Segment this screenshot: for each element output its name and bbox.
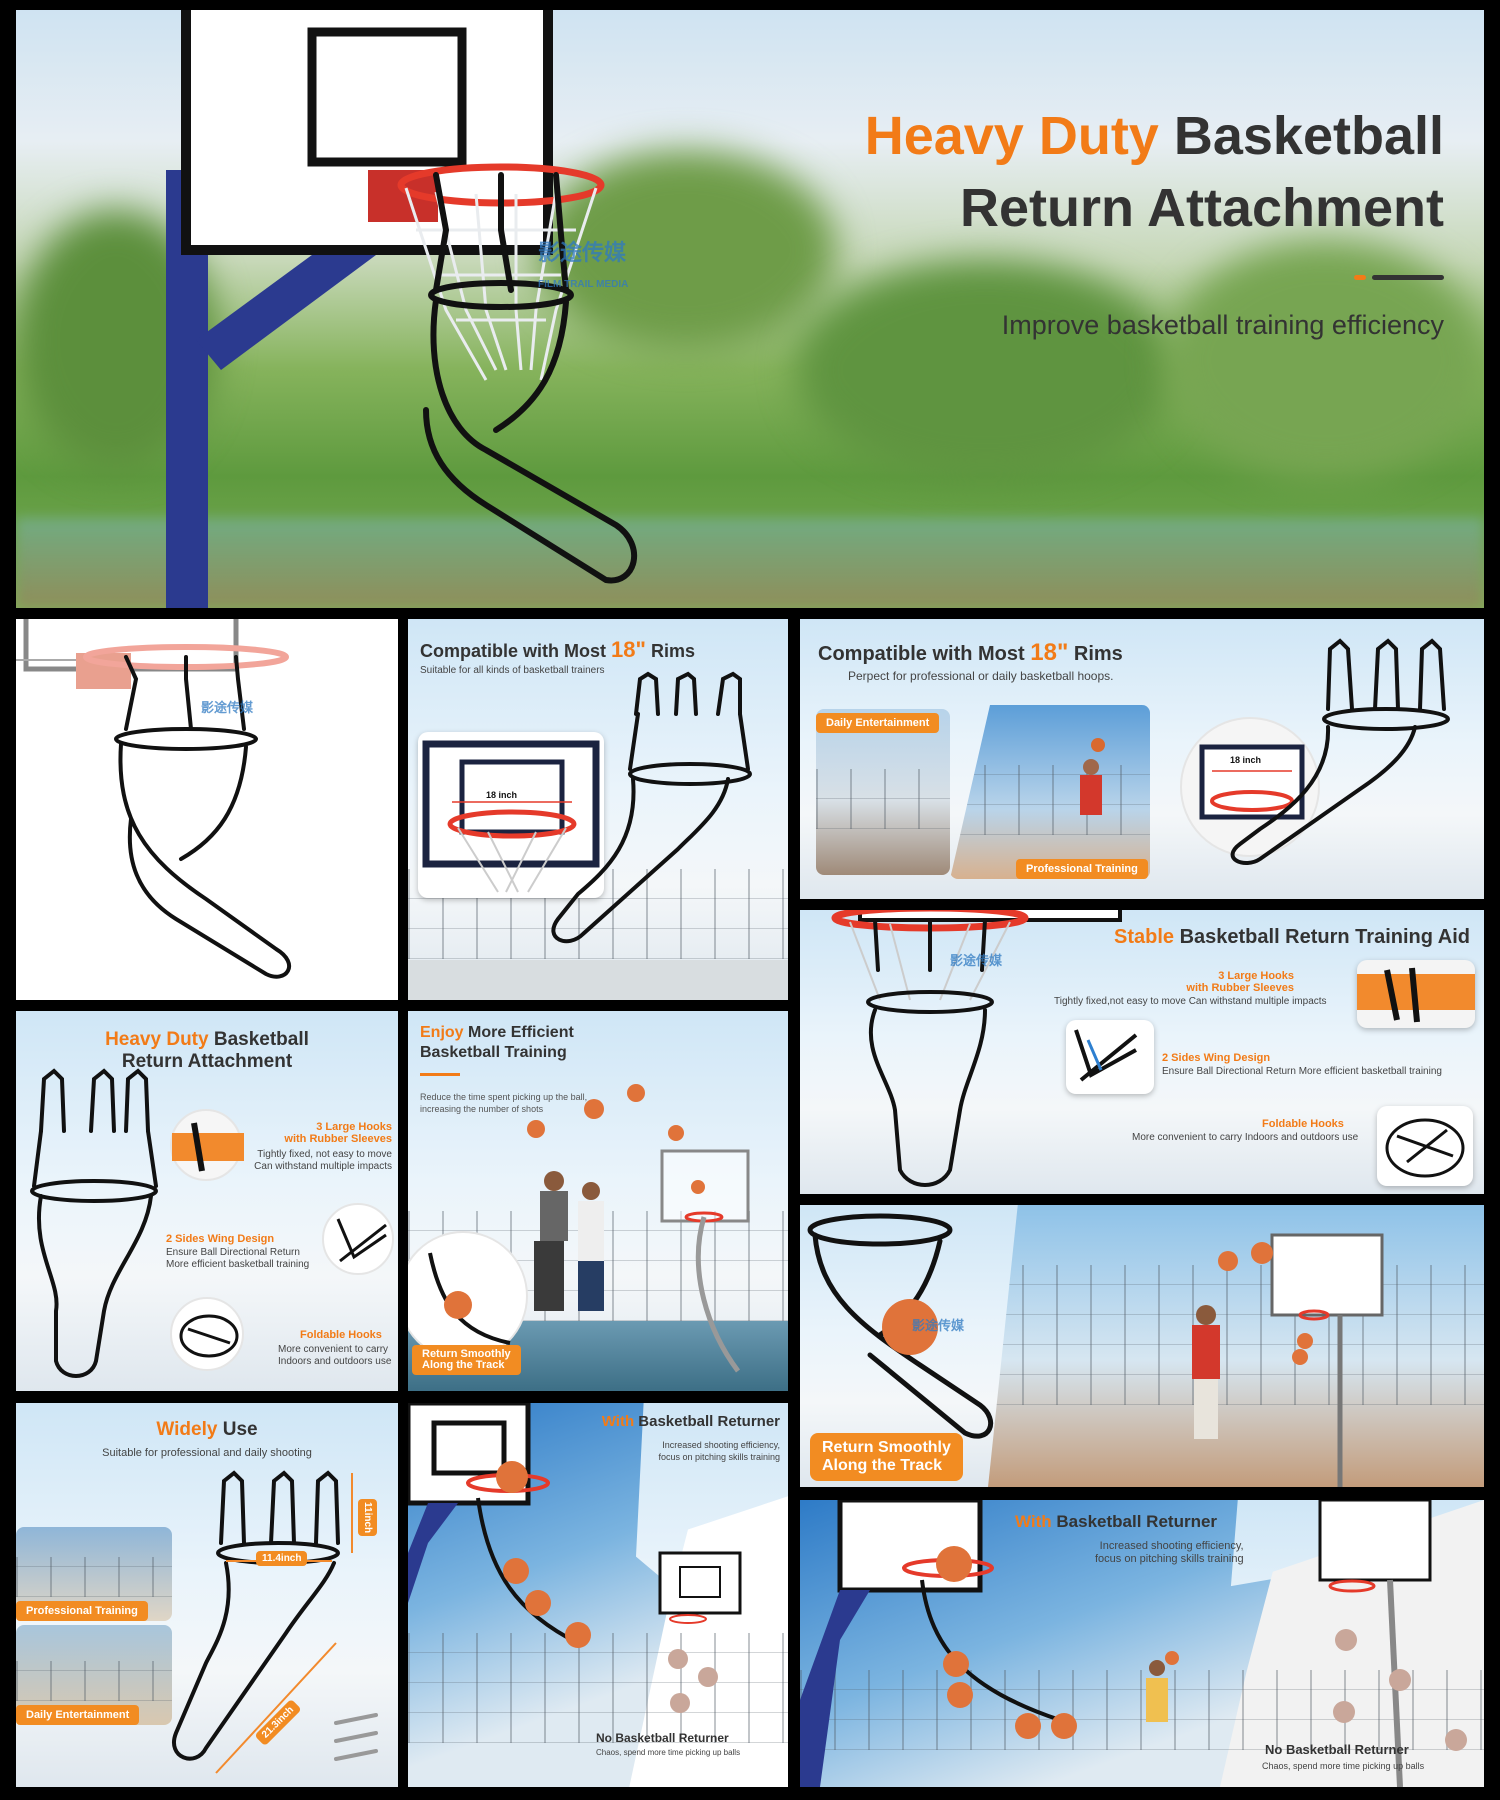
feature-wing-desc: Ensure Ball Directional Return More effi… [1162,1066,1442,1077]
foldable-title: Foldable Hooks [300,1329,382,1341]
track-circle [408,1231,528,1361]
hero-subtitle: Improve basketball training efficiency [1001,310,1444,340]
returner-illustration [30,1068,158,1378]
feature-wing-title: 2 Sides Wing Design [1162,1052,1271,1064]
feature-wing-image [1066,1020,1154,1094]
product-returner-illustration [16,619,291,979]
returner-scene [800,1500,1467,1787]
returner-illustration [551,671,752,944]
widely-use-panel: Widely Use Suitable for professional and… [16,1403,398,1787]
rim-size-label: 18 inch [486,790,518,800]
returner-illustration [1230,638,1450,865]
hero-hoop-illustration [166,10,637,608]
feature-foldable-desc: More convenient to carry Indoors and out… [1132,1132,1359,1143]
rim-size-card: 18 inch [418,732,604,898]
watermark-logo: 影途传媒 [201,700,254,715]
enjoy-desc: Reduce the time spent picking up the bal… [420,1092,588,1114]
returner-title: With Basketball Returner [601,1413,780,1430]
stable-panel: 影途传媒 Stable Basketball Return Training A… [800,910,1484,1194]
compatible-title: Compatible with Most 18" Rims [420,637,695,662]
foldable-circle [170,1297,244,1371]
returner-desc: Increased shooting efficiency,focus on p… [658,1440,780,1462]
professional-tag: Professional Training [16,1601,148,1621]
widely-subtitle: Suitable for professional and daily shoo… [102,1447,312,1459]
players-scene [527,1084,750,1373]
compatible-subtitle: Suitable for all kinds of basketball tra… [420,665,605,676]
compatible-wide-title: Compatible with Most 18" Rims [818,639,1123,666]
no-returner-desc: Chaos, spend more time picking up balls [1262,1761,1425,1771]
professional-training-tag: Professional Training [1016,859,1148,879]
daily-entertainment-photo [816,709,950,875]
hero-title: Heavy Duty Basketball Return Attachment [864,106,1444,238]
court-background [16,518,1484,608]
hooks-circle [170,1109,244,1181]
returner-title: With Basketball Returner [1015,1512,1218,1531]
feature-hooks-image [1357,960,1475,1028]
feature-foldable-image [1377,1106,1473,1186]
no-returner-title: No Basketball Returner [1265,1742,1409,1757]
returner-small-panel: With Basketball Returner Increased shoot… [408,1403,788,1787]
screws-icon [334,1713,378,1761]
no-returner-title: No Basketball Returner [596,1731,729,1745]
returner-scene [408,1403,742,1713]
product-white-panel: 影途传媒 [16,619,398,1000]
hoop-returner-illustration [831,910,1122,1187]
compatible-small-panel: Compatible with Most 18" Rims Suitable f… [408,619,788,1000]
feature-hooks-desc: Tightly fixed,not easy to move Can withs… [1054,996,1327,1007]
court-photo [988,1205,1484,1487]
stable-title: Stable Basketball Return Training Aid [1113,926,1470,948]
daily-tag: Daily Entertainment [16,1705,140,1725]
professional-training-photo [950,705,1150,879]
wing-circle [322,1203,394,1275]
hero-divider [1354,275,1444,280]
compatible-wide-panel: Compatible with Most 18" Rims Perpect fo… [800,619,1484,899]
wing-title: 2 Sides Wing Design [166,1233,275,1245]
feature-foldable-title: Foldable Hooks [1262,1118,1344,1130]
width-dimension: 11.4inch [256,1551,308,1566]
daily-entertainment-tag: Daily Entertainment [816,713,940,733]
returner-wide-panel: With Basketball Returner Increased shoot… [800,1500,1484,1787]
compatible-wide-subtitle: Perpect for professional or daily basket… [848,669,1114,683]
track-scene [807,1213,1384,1487]
returner-desc: Increased shooting efficiency,focus on p… [1095,1540,1244,1565]
widely-title: Widely Use [156,1419,258,1440]
no-returner-desc: Chaos, spend more time picking up balls [596,1748,741,1757]
height-dimension: 11inch [358,1499,377,1537]
